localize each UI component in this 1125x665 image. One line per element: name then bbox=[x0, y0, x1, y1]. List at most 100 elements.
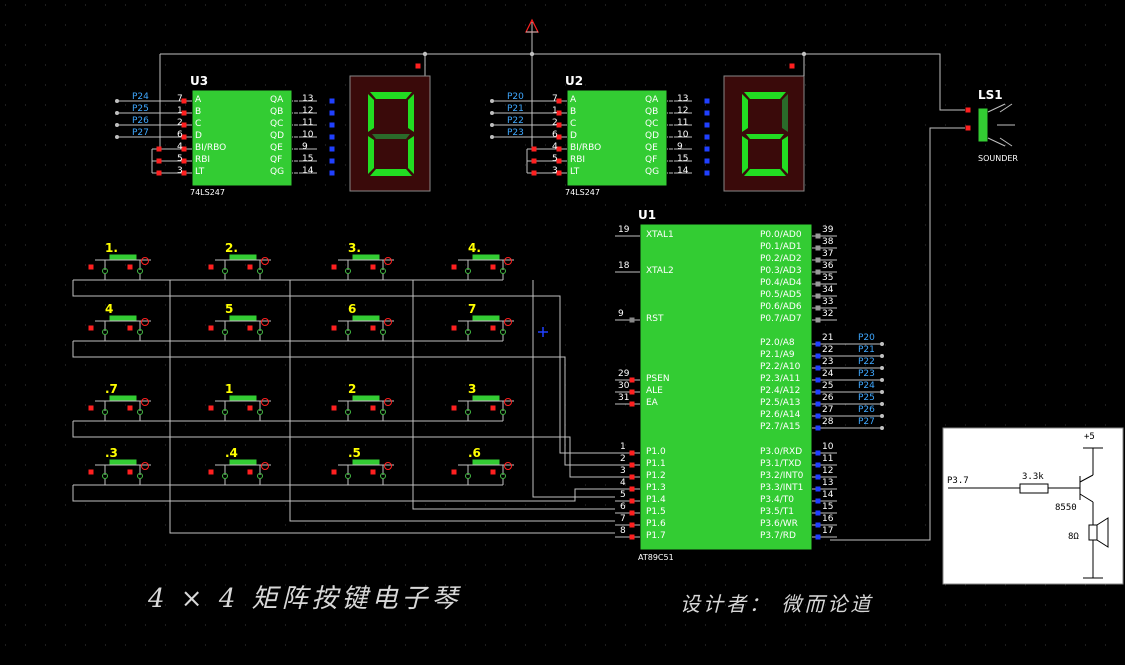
u3-output-pin-2: 11 bbox=[302, 118, 314, 128]
u3-net-0: P24 bbox=[132, 92, 149, 102]
key-3-3: .6 bbox=[468, 446, 481, 460]
pin-state-marker bbox=[247, 264, 253, 270]
u1-part: AT89C51 bbox=[638, 553, 674, 562]
u1-net-P26: P26 bbox=[858, 405, 875, 415]
inverter-bubble bbox=[293, 170, 299, 176]
cursor-cross-icon bbox=[538, 327, 548, 337]
key-terminal bbox=[500, 409, 506, 415]
key-probe bbox=[504, 257, 512, 265]
inverter-bubble bbox=[668, 122, 674, 128]
pin-state-marker bbox=[181, 134, 187, 140]
pin-state-marker bbox=[531, 158, 537, 164]
u2-segment-b bbox=[782, 94, 788, 132]
pin-state-marker bbox=[247, 469, 253, 475]
u2-output-pin-2: 11 bbox=[677, 118, 689, 128]
sound-wave bbox=[999, 137, 1013, 147]
u1-pin-22: 22 bbox=[822, 345, 834, 355]
net-terminal bbox=[880, 342, 884, 346]
u1-pin-28: 28 bbox=[822, 417, 834, 427]
row-wire bbox=[72, 485, 560, 502]
pin-state-marker bbox=[815, 269, 821, 275]
u1-net-P20: P20 bbox=[858, 333, 875, 343]
u2-input-pin-4: 4 bbox=[552, 142, 558, 152]
net-terminal bbox=[490, 99, 494, 103]
pin-state-marker bbox=[451, 405, 457, 411]
u3-output-pin-1: 12 bbox=[302, 106, 314, 116]
net-terminal bbox=[880, 402, 884, 406]
pin-state-marker bbox=[451, 469, 457, 475]
resistor-3k3 bbox=[1019, 483, 1049, 494]
u3-output-3: QD bbox=[270, 131, 285, 141]
u3-input-pin-2: 2 bbox=[177, 118, 183, 128]
u2-segment-f bbox=[742, 94, 748, 132]
u1-p3-2: P3.2/INT0 bbox=[760, 471, 804, 481]
u1-pin-3: 3 bbox=[620, 466, 626, 476]
u3-input-pin-5: 5 bbox=[177, 154, 183, 164]
pin-state-marker bbox=[331, 264, 337, 270]
pin-state-marker bbox=[815, 353, 821, 359]
u1-ale: ALE bbox=[646, 386, 663, 396]
u3-segment-d bbox=[370, 169, 412, 176]
u2-input-0: A bbox=[570, 95, 577, 105]
speaker-body bbox=[977, 107, 989, 143]
key-terminal bbox=[222, 473, 228, 479]
u1-ea: EA bbox=[646, 398, 658, 408]
key-probe bbox=[261, 318, 269, 326]
key-terminal bbox=[102, 329, 108, 335]
key-probe bbox=[504, 398, 512, 406]
pin-state-marker bbox=[815, 365, 821, 371]
u3-input-pin-4: 4 bbox=[177, 142, 183, 152]
key-terminal bbox=[500, 473, 506, 479]
key-probe bbox=[504, 318, 512, 326]
u2-segment-d bbox=[744, 169, 786, 176]
u3-segment-f bbox=[368, 94, 374, 132]
u3-output-pin-4: 9 bbox=[302, 142, 308, 152]
u1-p2-1: P2.1/A9 bbox=[760, 350, 795, 360]
driver-circuit bbox=[948, 447, 1109, 579]
u3-net-2: P26 bbox=[132, 116, 149, 126]
u1-p0-0: P0.0/AD0 bbox=[760, 230, 802, 240]
key-terminal bbox=[345, 268, 351, 274]
u1-pin-37: 37 bbox=[822, 249, 834, 259]
key-terminal bbox=[345, 409, 351, 415]
inverter-bubble bbox=[668, 158, 674, 164]
u1-xtal1: XTAL1 bbox=[646, 230, 674, 240]
u2-digit bbox=[742, 92, 788, 176]
net-terminal bbox=[490, 111, 494, 115]
pin-state-marker bbox=[127, 469, 133, 475]
u1-p1-5: P1.5 bbox=[646, 507, 666, 517]
u1-p2-4: P2.4/A12 bbox=[760, 386, 801, 396]
inverter-bubble bbox=[293, 134, 299, 140]
pin-state-marker bbox=[156, 146, 162, 152]
u1-p0-5: P0.5/AD5 bbox=[760, 290, 802, 300]
u2-segment-a bbox=[744, 92, 786, 99]
key-probe bbox=[141, 462, 149, 470]
key-probe bbox=[384, 318, 392, 326]
pin-state-marker bbox=[127, 264, 133, 270]
pin-state-marker bbox=[704, 158, 710, 164]
key-0-2: 3. bbox=[348, 241, 361, 255]
key-2-1: 1 bbox=[225, 382, 234, 396]
pin-state-marker bbox=[815, 377, 821, 383]
u2-input-2: C bbox=[570, 119, 577, 129]
u1-pin-29: 29 bbox=[618, 369, 630, 379]
u2-input-pin-3: 6 bbox=[552, 130, 558, 140]
key-terminal bbox=[380, 329, 386, 335]
inverter-bubble bbox=[293, 122, 299, 128]
column-wire bbox=[169, 280, 615, 534]
row-wire bbox=[72, 280, 560, 297]
page-title: 4 × 4 矩阵按键电子琴 bbox=[148, 584, 462, 614]
u3-input-4: BI/RBO bbox=[195, 143, 227, 153]
u1-rst: RST bbox=[646, 314, 664, 324]
u2-input-3: D bbox=[570, 131, 577, 141]
key-probe bbox=[261, 462, 269, 470]
u2-input-5: RBI bbox=[570, 155, 586, 165]
sound-wave bbox=[999, 103, 1013, 113]
u1-p2-0: P2.0/A8 bbox=[760, 338, 795, 348]
u1-pin-9: 9 bbox=[618, 309, 624, 319]
key-1-3: 7 bbox=[468, 302, 477, 316]
u3-digit bbox=[368, 92, 414, 176]
u1-p3-4: P3.4/T0 bbox=[760, 495, 794, 505]
